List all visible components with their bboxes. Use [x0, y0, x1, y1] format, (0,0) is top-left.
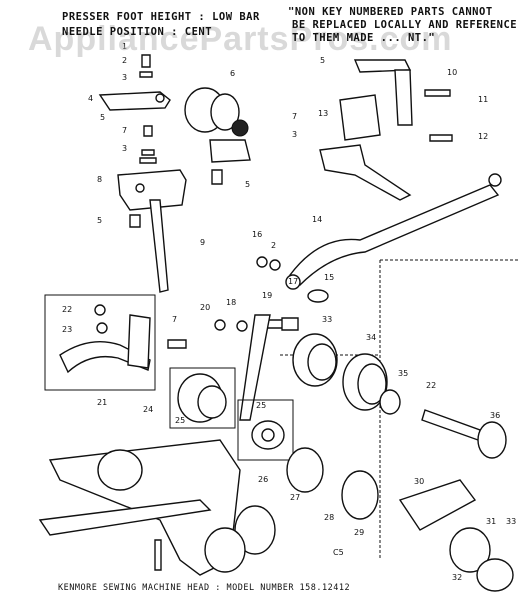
callout-8: 8: [97, 175, 102, 184]
callout-3b: 3: [122, 144, 127, 153]
callout-7b: 7: [292, 112, 297, 121]
callout-11: 11: [478, 95, 488, 104]
callout-23: 23: [62, 325, 72, 334]
frame-lines: [280, 259, 520, 560]
callout-3: 3: [122, 73, 127, 82]
callout-3c: 3: [292, 130, 297, 139]
callout-15: 15: [324, 273, 334, 282]
callout-16: 16: [252, 230, 262, 239]
callout-9: 9: [200, 238, 205, 247]
header-left-line1: PRESSER FOOT HEIGHT : LOW BAR: [62, 11, 260, 23]
callout-19: 19: [262, 291, 272, 300]
callout-26: 26: [258, 475, 268, 484]
callout-36: 36: [490, 411, 500, 420]
assembly-24-26: [169, 367, 294, 461]
assembly-21: [44, 294, 187, 391]
machine-head-base: [38, 439, 276, 576]
callout-24: 24: [143, 405, 153, 414]
callout-22: 22: [62, 305, 72, 314]
callout-7: 7: [122, 126, 127, 135]
callout-6: 6: [230, 69, 235, 78]
callout-4: 4: [88, 94, 93, 103]
callout-5: 5: [100, 113, 105, 122]
callout-31: 31: [486, 517, 496, 526]
callout-25b: 25: [256, 401, 266, 410]
callout-25: 25: [175, 416, 185, 425]
tension-assembly: [184, 87, 251, 185]
callout-35: 35: [398, 369, 408, 378]
callout-27: 27: [290, 493, 300, 502]
bracket-assembly-left: [98, 54, 187, 293]
header-right-line2: BE REPLACED LOCALLY AND REFERENCE: [292, 19, 518, 31]
callout-18: 18: [226, 298, 236, 307]
footer-caption: KENMORE SEWING MACHINE HEAD : MODEL NUMB…: [58, 583, 351, 593]
callout-2: 2: [122, 56, 127, 65]
callout-30: 30: [414, 477, 424, 486]
callout-21: 21: [97, 398, 107, 407]
callout-5c: 5: [245, 180, 250, 189]
feed-lever: [285, 173, 502, 290]
callout-1: 1: [122, 42, 127, 51]
callout-5b: 5: [97, 216, 102, 225]
header-left-line2: NEEDLE POSITION : CENT: [62, 26, 213, 38]
header-right-line3: TO THEM MADE ... NT.": [292, 32, 436, 44]
screws-group: [214, 256, 329, 421]
callout-17: 17: [288, 277, 298, 286]
callout-33: 33: [322, 315, 332, 324]
callout-labels: 1 2 3 4 5 6 7 3 8 5 9 7 3 5 5 10 11 13 1…: [62, 42, 516, 582]
wheel-parts: [286, 333, 514, 592]
callout-13: 13: [318, 109, 328, 118]
bracket-assembly-right: [319, 59, 453, 201]
callout-33b: 33: [506, 517, 516, 526]
callout-5d: 5: [320, 56, 325, 65]
callout-32: 32: [452, 573, 462, 582]
callout-34: 34: [366, 333, 376, 342]
callout-2b: 2: [271, 241, 276, 250]
callout-22b: 22: [426, 381, 436, 390]
callout-7c: 7: [172, 315, 177, 324]
callout-10: 10: [447, 68, 457, 77]
diagram-code: C5: [333, 548, 344, 557]
callout-20: 20: [200, 303, 210, 312]
callout-29: 29: [354, 528, 364, 537]
callout-12: 12: [478, 132, 488, 141]
callout-28: 28: [324, 513, 334, 522]
callout-14: 14: [312, 215, 322, 224]
header-right-line1: "NON KEY NUMBERED PARTS CANNOT: [288, 6, 493, 18]
